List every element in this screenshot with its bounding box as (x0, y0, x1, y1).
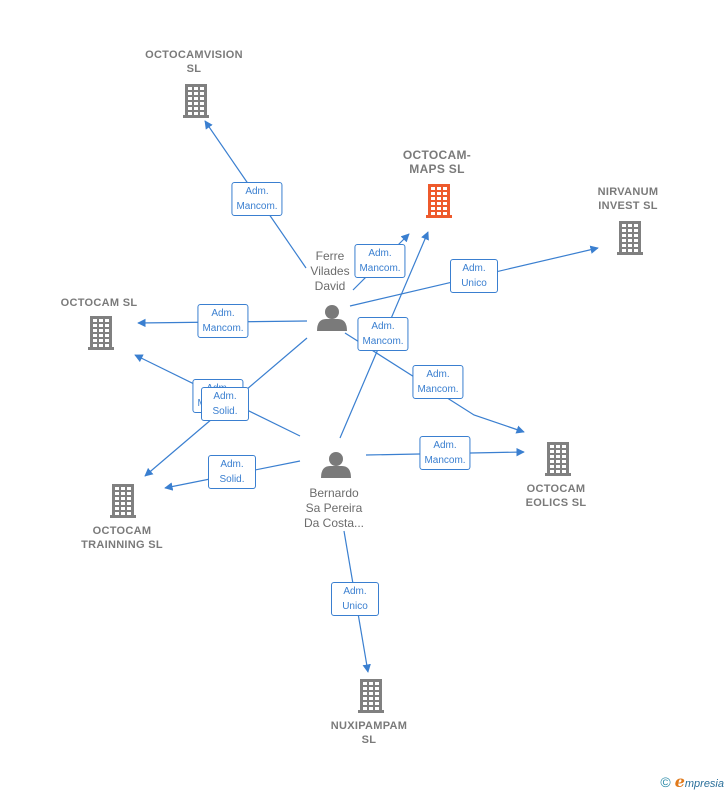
relation-label-r3[interactable]: Adm. Unico (450, 259, 498, 293)
relation-label-r4[interactable]: Adm. Mancom. (197, 304, 249, 338)
relation-label-r8[interactable]: Adm. Solid. (201, 387, 249, 421)
building-icon-octocam_trainning[interactable] (110, 484, 136, 518)
building-icon-octocam_eolics[interactable] (545, 442, 571, 476)
relation-label-r1[interactable]: Adm. Mancom. (231, 182, 283, 216)
relation-label-r10[interactable]: Adm. Mancom. (419, 436, 471, 470)
company-label-nirvanum[interactable]: NIRVANUM INVEST SL (597, 186, 659, 212)
person-icon-ferre[interactable] (317, 305, 347, 331)
relation-label-r9[interactable]: Adm. Solid. (208, 455, 256, 489)
relation-label-r2[interactable]: Adm. Mancom. (354, 244, 406, 278)
relation-label-r11[interactable]: Adm. Unico (331, 582, 379, 616)
person-label-bernardo[interactable]: Bernardo Sa Pereira Da Costa... (303, 486, 365, 530)
building-icon-octocam_maps[interactable] (426, 184, 452, 218)
relation-label-r5[interactable]: Adm. Mancom. (412, 365, 464, 399)
brand-name: mpresia (684, 778, 724, 790)
company-label-octocam_maps[interactable]: OCTOCAM- MAPS SL (402, 148, 472, 176)
company-label-octocam_eolics[interactable]: OCTOCAM EOLICS SL (525, 483, 587, 509)
building-icon-octocam[interactable] (88, 316, 114, 350)
building-icon-nirvanum[interactable] (617, 221, 643, 255)
person-label-ferre[interactable]: Ferre Vilades David (310, 249, 350, 293)
company-label-octocam[interactable]: OCTOCAM SL (60, 297, 138, 309)
company-label-nuxipampam[interactable]: NUXIPAMPAM SL (330, 720, 408, 746)
copyright-symbol: © (660, 774, 671, 790)
footer-branding: ©empresia (660, 772, 724, 791)
brand-initial: e (674, 772, 685, 791)
relation-edge-r5 (344, 332, 525, 434)
company-label-octocamvision[interactable]: OCTOCAMVISION SL (145, 49, 243, 75)
person-icon-bernardo[interactable] (321, 452, 351, 478)
building-icon-octocamvision[interactable] (183, 84, 209, 118)
building-icon-nuxipampam[interactable] (358, 679, 384, 713)
relation-label-r6[interactable]: Adm. Mancom. (357, 317, 409, 351)
company-label-octocam_trainning[interactable]: OCTOCAM TRAINNING SL (81, 525, 163, 551)
